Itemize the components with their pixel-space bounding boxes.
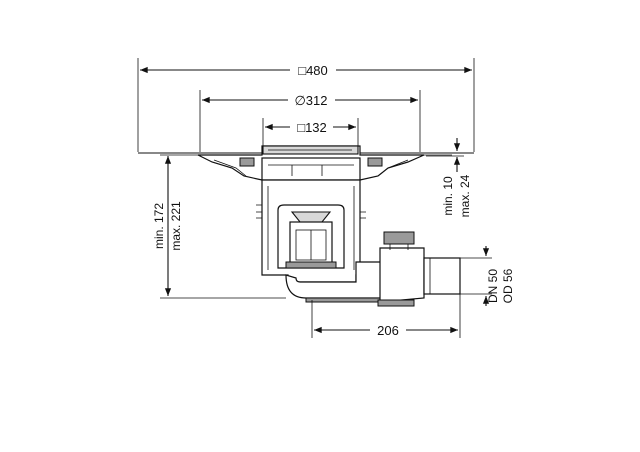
dim-grate-size: □132: [262, 118, 359, 150]
dim-outlet-length: 206: [311, 294, 461, 338]
flange-depth-max-label: max. 24: [458, 174, 472, 217]
pipe-dn-label: DN 50: [486, 269, 500, 303]
outlet-length-label: 206: [377, 323, 399, 338]
dim-flange-depth: min. 10 max. 24: [426, 138, 472, 217]
flange-depth-min-label: min. 10: [441, 176, 455, 216]
dim-pipe-diameter: DN 50 OD 56: [460, 246, 515, 306]
dim-flange-diameter: ∅312: [199, 90, 421, 152]
flange-diameter-label: ∅312: [294, 93, 327, 108]
dim-outer-width: □480: [137, 58, 475, 152]
grate-size-label: □132: [297, 120, 327, 135]
dim-height-range: min. 172 max. 221: [152, 156, 286, 299]
outer-width-label: □480: [298, 63, 328, 78]
drain-body: [197, 145, 461, 307]
height-max-label: max. 221: [169, 201, 183, 251]
height-min-label: min. 172: [152, 203, 166, 249]
pipe-od-label: OD 56: [501, 268, 515, 303]
